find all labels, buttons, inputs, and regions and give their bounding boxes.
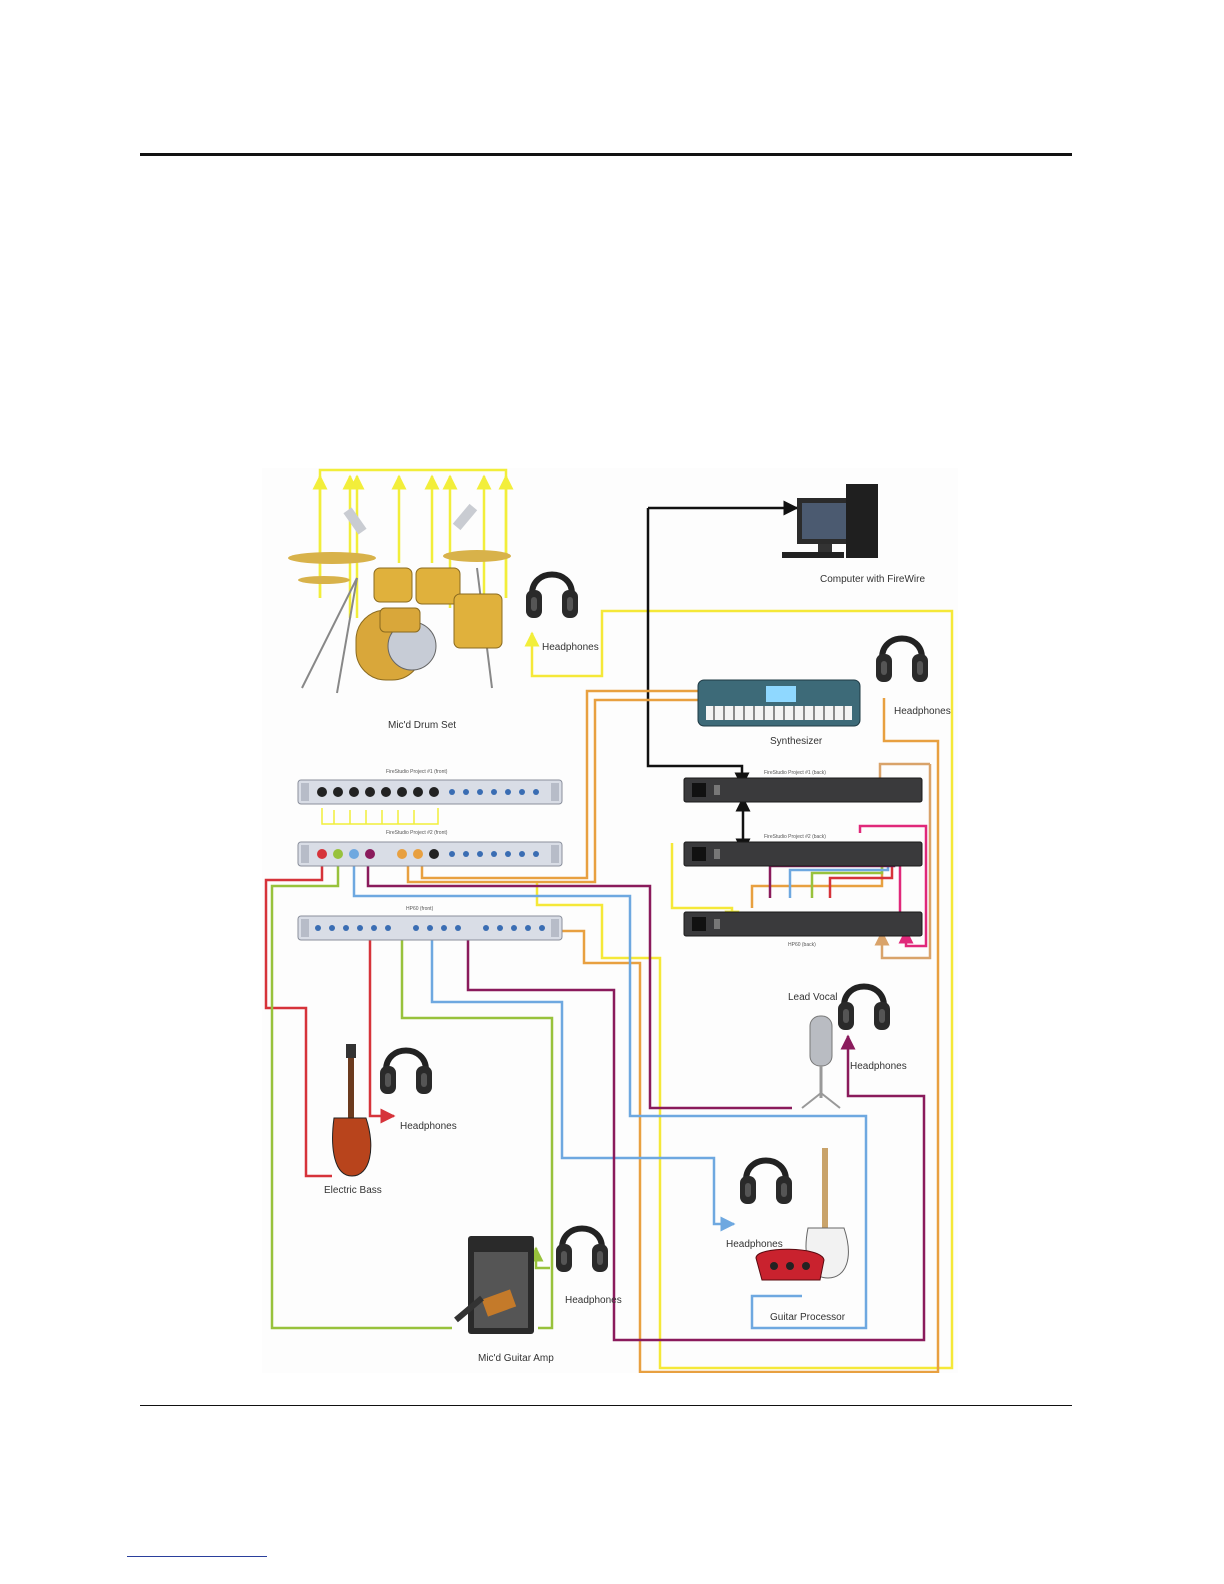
lead-vocal-label: Lead Vocal bbox=[788, 992, 838, 1003]
amp-headphones-icon bbox=[556, 1229, 608, 1273]
vocal-headphones-icon bbox=[838, 987, 890, 1031]
amp-headphones-label: Headphones bbox=[565, 1295, 622, 1306]
computer-icon bbox=[782, 484, 878, 558]
bass-label: Electric Bass bbox=[324, 1185, 382, 1196]
bass-headphones-icon bbox=[380, 1051, 432, 1095]
firestudio-1-back bbox=[683, 777, 923, 803]
computer-label: Computer with FireWire bbox=[820, 574, 925, 585]
drum-set bbox=[288, 503, 511, 694]
firestudio-2-front bbox=[297, 841, 563, 867]
guitar-amp-label: Mic'd Guitar Amp bbox=[478, 1353, 554, 1364]
diagram-svg: Mic'd Drum Set Headphones Computer with … bbox=[264, 468, 954, 1373]
microphone-icon bbox=[801, 1015, 841, 1109]
guitar-processor-label: Guitar Processor bbox=[770, 1312, 846, 1323]
electric-bass-icon bbox=[332, 1044, 372, 1177]
hp60-front bbox=[297, 915, 563, 941]
hp60-back-label: HP60 (back) bbox=[788, 942, 816, 948]
guitar-processor-icon bbox=[755, 1248, 825, 1281]
bottom-rule bbox=[140, 1405, 1072, 1406]
drummer-headphones-icon bbox=[526, 575, 578, 619]
fs2-back-label: FireStudio Project #2 (back) bbox=[764, 834, 826, 840]
bass-headphones-label: Headphones bbox=[400, 1121, 457, 1132]
aux-tan-cable bbox=[874, 762, 932, 960]
vocal-headphones-label: Headphones bbox=[850, 1061, 907, 1072]
fs1-back-label: FireStudio Project #1 (back) bbox=[764, 770, 826, 776]
drummer-headphones-label: Headphones bbox=[542, 642, 599, 653]
synth-headphones-label: Headphones bbox=[894, 706, 951, 717]
top-rule bbox=[140, 153, 1072, 156]
studio-setup-diagram: Mic'd Drum Set Headphones Computer with … bbox=[262, 468, 958, 1373]
guitar-headphones-icon bbox=[740, 1161, 792, 1205]
firestudio-1-front bbox=[297, 779, 563, 805]
synth-headphones-icon bbox=[876, 639, 928, 683]
guitar-amp-cables bbox=[270, 848, 884, 1330]
footnote-rule bbox=[127, 1556, 267, 1557]
synth-label: Synthesizer bbox=[770, 736, 823, 747]
hp60-front-label: HP60 (front) bbox=[406, 906, 434, 912]
firestudio-2-back bbox=[683, 841, 923, 867]
fs1-front-label: FireStudio Project #1 (front) bbox=[386, 769, 448, 775]
fs2-front-label: FireStudio Project #2 (front) bbox=[386, 830, 448, 836]
hp60-back bbox=[683, 911, 923, 937]
drums-label: Mic'd Drum Set bbox=[388, 720, 456, 731]
guitar-amp-icon bbox=[454, 1236, 534, 1334]
guitar-headphones-label: Headphones bbox=[726, 1239, 783, 1250]
synthesizer-icon bbox=[697, 679, 861, 727]
